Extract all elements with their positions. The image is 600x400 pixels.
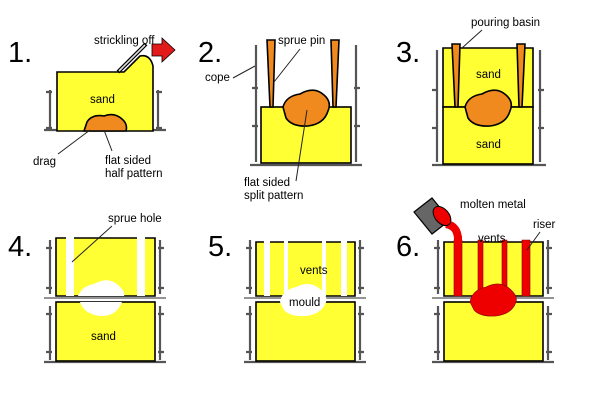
step-4-sprue-holes xyxy=(66,236,145,296)
step-2-sprue-pin-label: sprue pin xyxy=(278,35,325,47)
step-1-panel: 1. strickling off sand drag flat sided h… xyxy=(8,35,176,180)
step-5-vents-label: vents xyxy=(300,265,328,277)
step-1-drag-label: drag xyxy=(33,156,56,168)
step-5-vent-holes xyxy=(264,240,347,296)
step-1-drag-leader xyxy=(57,129,91,155)
step-2-drag-sand xyxy=(260,106,352,164)
step-6-panel: 6. molten metal vents riser xyxy=(396,197,556,364)
step-2-cope-label: cope xyxy=(205,72,230,84)
step-2-pattern-label-line1: flat sided xyxy=(244,177,290,189)
step-5-panel: 5. vents mould xyxy=(208,231,366,364)
step-4-cope-frame xyxy=(46,240,164,294)
step-4-drag-cavity xyxy=(80,302,122,317)
step-6-ladle-icon xyxy=(413,197,452,235)
step-6-vents-label: vents xyxy=(478,233,506,245)
step-3-flask-frame xyxy=(432,50,546,167)
step-5-drag-frame xyxy=(244,306,366,364)
step-3-number: 3. xyxy=(396,37,420,69)
step-1-pattern-label-line1: flat sided xyxy=(105,155,151,167)
step-2-panel: 2. sprue pin cope flat sided split patte… xyxy=(198,35,362,202)
step-2-number: 2. xyxy=(198,37,222,69)
step-4-number: 4. xyxy=(8,231,32,263)
step-6-riser-label: riser xyxy=(533,219,556,231)
step-1-strickle-bar-highlight xyxy=(118,44,146,72)
step-1-flask-frame xyxy=(44,90,166,132)
step-4-cope-cavity xyxy=(78,280,125,296)
step-1-arrow-icon xyxy=(151,37,176,63)
step-6-cope-frame xyxy=(434,240,552,294)
step-2-sprue-leader xyxy=(273,48,301,83)
step-2-cope-frame xyxy=(250,45,362,167)
step-1-pattern-label-line2: half pattern xyxy=(105,168,163,180)
step-3-pouring-basin-label: pouring basin xyxy=(471,17,540,29)
step-1-pattern-leader xyxy=(103,129,113,152)
step-6-number: 6. xyxy=(396,231,420,263)
step-5-cope-frame xyxy=(246,240,364,294)
step-3-panel: 3. pouring basin sand sand xyxy=(396,17,546,167)
step-2-frame-pins xyxy=(252,86,360,128)
step-1-sand-label: sand xyxy=(90,94,115,106)
step-1-half-pattern xyxy=(82,113,128,132)
step-2-pattern-label-line2: split pattern xyxy=(244,190,303,202)
step-6-metal-casting xyxy=(469,283,517,317)
step-2-pattern-leader xyxy=(295,109,308,182)
step-3-sand-top-label: sand xyxy=(476,69,501,81)
step-4-sand-label: sand xyxy=(91,331,116,343)
step-3-basin-leader xyxy=(461,29,483,49)
step-3-sand-bottom-label: sand xyxy=(476,139,501,151)
step-4-panel: 4. sprue hole sand xyxy=(8,213,166,364)
step-2-sprue-pin-right xyxy=(330,39,340,108)
step-4-cope-sand xyxy=(55,237,156,297)
step-2-sprue-pin-left xyxy=(266,39,276,108)
step-3-sprue-pin-left xyxy=(451,43,461,108)
step-2-split-pattern xyxy=(282,89,331,127)
step-3-pattern xyxy=(464,89,513,127)
step-5-mould-label: mould xyxy=(289,297,320,309)
step-4-drag-frame xyxy=(44,306,166,364)
step-3-frame-pins xyxy=(432,88,544,130)
step-4-sprue-hole-label: sprue hole xyxy=(108,213,162,225)
step-1-strickling-label: strickling off xyxy=(94,35,155,47)
step-6-metal-stream xyxy=(445,220,462,244)
step-6-molten-metal-label: molten metal xyxy=(460,199,526,211)
step-4-sprue-leader xyxy=(71,225,113,263)
step-5-mould-cavity xyxy=(280,283,327,317)
step-3-sprue-pin-right xyxy=(516,43,526,108)
step-1-number: 1. xyxy=(8,37,32,69)
step-6-cope-sand xyxy=(443,241,544,297)
step-5-number: 5. xyxy=(208,231,232,263)
step-1-drag-sand xyxy=(56,54,154,132)
step-2-cope-leader xyxy=(232,65,256,79)
step-6-riser-leader xyxy=(526,231,541,251)
step-6-drag-frame xyxy=(432,306,554,364)
step-6-ladle-mouth xyxy=(432,205,452,227)
